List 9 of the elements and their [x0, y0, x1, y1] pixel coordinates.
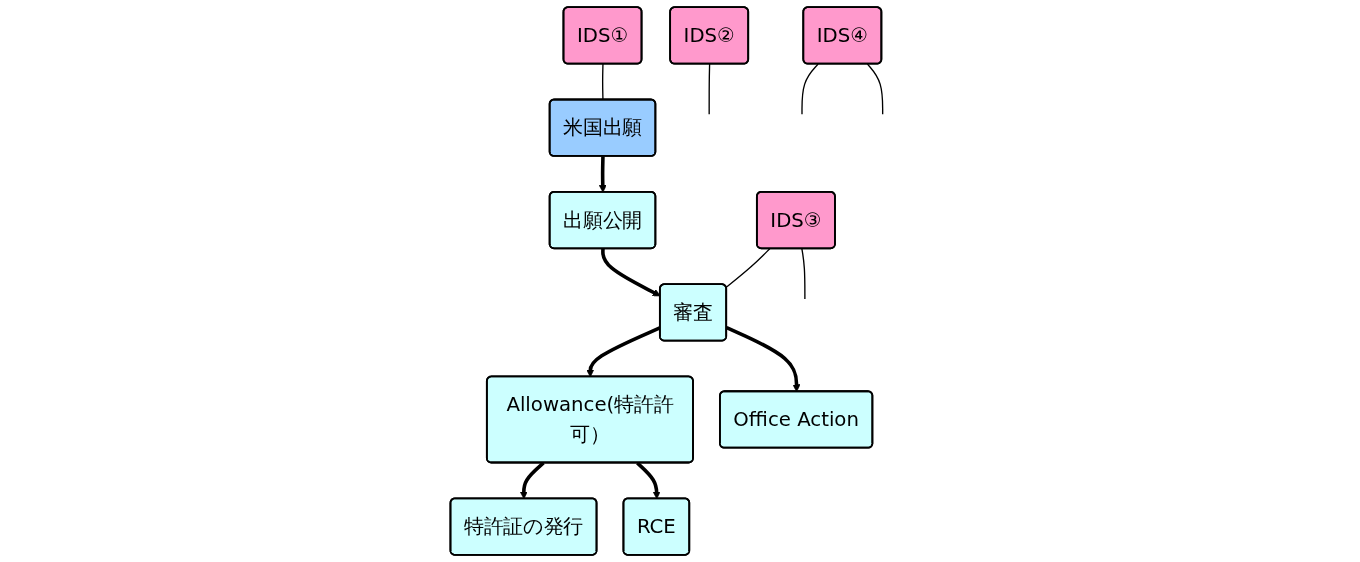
connector: [708, 63, 711, 115]
connector: [801, 248, 806, 300]
arrow: [598, 156, 607, 193]
arrow: [519, 461, 545, 500]
connector: [725, 248, 771, 288]
connector: [602, 63, 604, 101]
arrow: [636, 461, 661, 500]
connector: [866, 63, 884, 115]
connector: [801, 63, 819, 115]
